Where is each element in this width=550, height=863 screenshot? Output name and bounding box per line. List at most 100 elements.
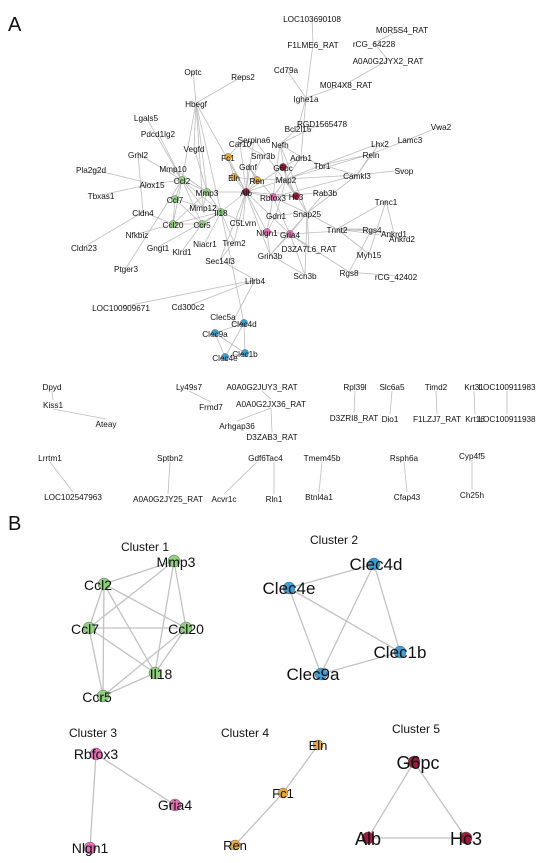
- node-marker: [171, 195, 179, 203]
- node-label: Mmp12: [189, 204, 217, 213]
- node-label: Snap25: [293, 210, 322, 219]
- cluster-node-marker: [367, 557, 381, 571]
- node-d3za7l6-rat: D3ZA7L6_RAT: [282, 245, 337, 254]
- node-label: Gria4: [280, 231, 300, 240]
- node-vwa2: Vwa2: [431, 123, 452, 132]
- node-vegfd: Vegfd: [184, 145, 205, 154]
- network-edge: [356, 169, 405, 176]
- cluster-node-nlgn1: Nlgn1: [72, 840, 109, 856]
- cluster-node-rbfox3: Rbfox3: [74, 746, 119, 762]
- network-edge: [220, 211, 235, 243]
- node-rcg-42402: rCG_42402: [375, 273, 418, 282]
- node-loc100909671: LOC100909671: [92, 304, 150, 313]
- node-ccl7: Ccl7: [167, 195, 184, 205]
- node-a0a0g2jyx2-rat: A0A0G2JYX2_RAT: [353, 57, 424, 66]
- node-clec4d: Clec4d: [231, 319, 257, 329]
- node-marker: [178, 176, 186, 184]
- cluster-edge: [95, 753, 176, 806]
- cluster-node-label: Ccl20: [168, 621, 204, 637]
- node-hbegf: Hbegf: [185, 100, 208, 109]
- cluster-edge: [88, 627, 104, 697]
- network-edge: [272, 143, 281, 198]
- network-edge: [245, 138, 255, 193]
- cluster-node-ccl20: Ccl20: [168, 621, 204, 637]
- cluster-node-ren: Ren: [223, 838, 247, 853]
- node-label: Ccl2: [174, 177, 191, 186]
- node-label: C5Lvrn: [230, 219, 257, 228]
- cluster-node-marker: [312, 739, 324, 751]
- cluster-3-title: Cluster 3: [69, 726, 117, 740]
- node-label: M0R5S4_RAT: [376, 26, 428, 35]
- node-label: Eln: [228, 174, 240, 183]
- network-edge: [125, 179, 183, 269]
- node-label: Tnnt2: [327, 226, 348, 235]
- node-label: Clec5a: [210, 313, 236, 322]
- node-label: Tbr1: [314, 162, 331, 171]
- network-edge: [266, 231, 291, 235]
- network-edge: [214, 322, 245, 334]
- isolated-node-kiss1: Kiss1: [43, 401, 63, 410]
- node-label: Hbegf: [185, 100, 208, 109]
- node-lamc3: Lamc3: [398, 136, 423, 145]
- cluster-edge: [288, 587, 322, 675]
- network-edge: [275, 178, 287, 216]
- node-label: rCG_64228: [353, 40, 396, 49]
- network-edge: [174, 198, 222, 213]
- node-marker: [242, 188, 250, 196]
- cluster-node-marker: [277, 787, 289, 799]
- cluster-node-label: G6pc: [396, 753, 439, 773]
- network-edge: [172, 211, 222, 225]
- network-edge: [385, 200, 395, 234]
- cluster-node-ccl2: Ccl2: [84, 577, 112, 593]
- isolated-edge: [236, 407, 272, 422]
- node-svop: Svop: [395, 167, 414, 176]
- node-adrb1: Adrb1: [290, 154, 312, 163]
- node-loc103690108: LOC103690108: [283, 15, 341, 24]
- node-marker: [224, 153, 232, 161]
- cluster-node-marker: [148, 666, 162, 680]
- node-eln: Eln: [228, 173, 240, 183]
- network-edge: [253, 138, 297, 197]
- cluster-node-label: Gria4: [158, 797, 192, 813]
- node-label: Optc: [184, 68, 201, 77]
- cluster-node-il18: Il18: [148, 666, 172, 682]
- node-optc: Optc: [184, 68, 201, 77]
- node-rab3b: Rab3b: [313, 189, 338, 198]
- network-edge: [285, 68, 307, 99]
- node-marker: [198, 220, 206, 228]
- node-marker: [286, 230, 294, 238]
- node-mmp3: Mmp3: [196, 188, 219, 198]
- network-edge: [193, 102, 197, 149]
- node-marker: [221, 353, 229, 361]
- cluster-edge: [88, 583, 105, 629]
- isolated-edge: [167, 461, 171, 495]
- isolated-node-ch25h: Ch25h: [460, 491, 485, 500]
- network-edge: [348, 271, 397, 277]
- network-edge: [83, 211, 144, 248]
- cluster-node-label: Clec9a: [287, 665, 340, 684]
- isolated-node-loc100911938: LOC100911938: [478, 415, 536, 424]
- cluster-node-label: Nlgn1: [72, 840, 109, 856]
- node-label: Alox15: [139, 181, 164, 190]
- cluster-1-title: Cluster 1: [121, 540, 169, 554]
- cluster-node-marker: [167, 554, 181, 568]
- node-label: Ccr5: [193, 221, 211, 230]
- node-label: Clec9a: [202, 330, 228, 339]
- node-label: Rab3b: [313, 189, 338, 198]
- node-rcg-64228: rCG_64228: [353, 40, 396, 49]
- node-label: Cd79a: [274, 66, 299, 75]
- node-gria4: Gria4: [280, 230, 300, 240]
- node-label: Nlgn1: [256, 229, 278, 238]
- node-label: Scn3b: [293, 272, 317, 281]
- network-edge: [345, 59, 389, 85]
- node-label: Tnnc1: [375, 198, 398, 207]
- node-g6pc: G6pc: [273, 163, 293, 173]
- node-label: Vwa2: [431, 123, 452, 132]
- cluster-5-title: Cluster 5: [392, 722, 440, 736]
- node-cldn23: Cldn23: [71, 244, 97, 253]
- cluster-edge: [154, 627, 187, 674]
- node-label: Rgs8: [339, 269, 359, 278]
- network-edge: [321, 142, 381, 166]
- cluster-node-label: Hc3: [450, 829, 482, 849]
- node-clec5a: Clec5a: [210, 313, 236, 322]
